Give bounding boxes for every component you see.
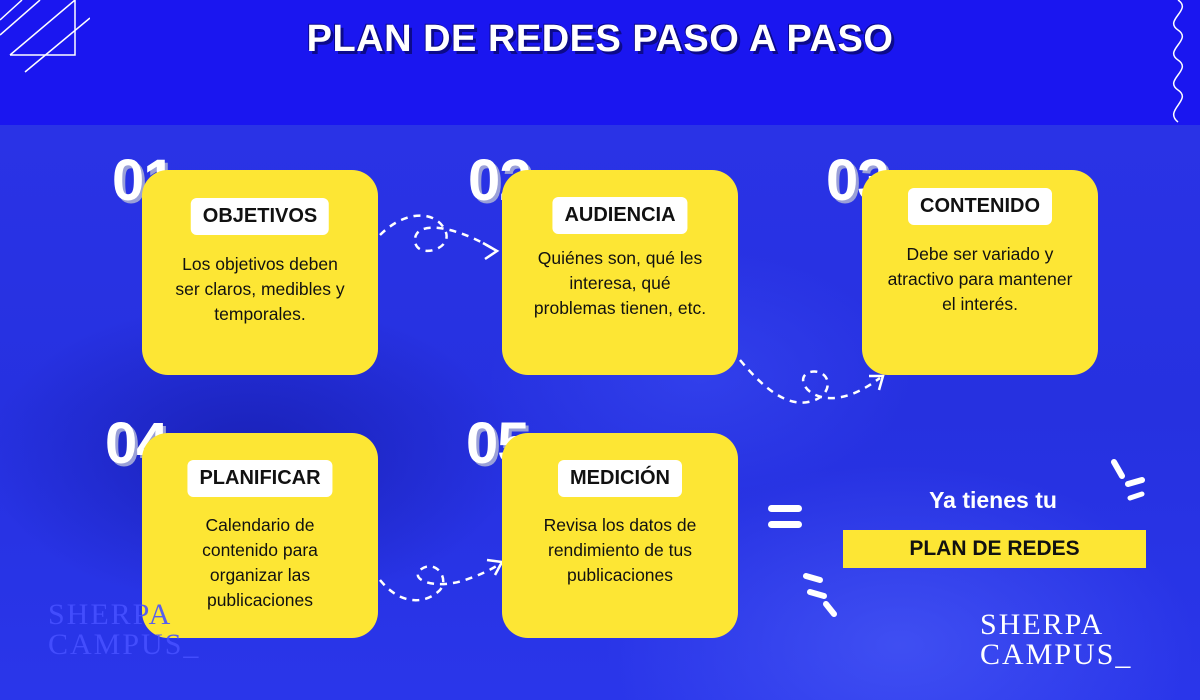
step-card-medicion: MEDICIÓN Revisa los datos de rendimiento… xyxy=(502,433,738,638)
step-description: Calendario de contenido para organizar l… xyxy=(166,513,354,613)
step-card-audiencia: AUDIENCIA Quiénes son, qué les interesa,… xyxy=(502,170,738,375)
step-label: MEDICIÓN xyxy=(558,460,682,497)
dashed-arrow-1-to-2 xyxy=(375,205,505,270)
step-card-contenido: CONTENIDO Debe ser variado y atractivo p… xyxy=(862,170,1098,375)
sparkle-lines-bottom-decoration xyxy=(800,568,845,618)
brand-line-2: CAMPUS_ xyxy=(48,630,200,660)
step-description: Debe ser variado y atractivo para manten… xyxy=(884,242,1076,317)
page-title: PLAN DE REDES PASO A PASO xyxy=(0,18,1200,61)
equals-sign xyxy=(768,505,802,537)
result-intro-text: Ya tienes tu xyxy=(843,487,1143,514)
step-description: Los objetivos deben ser claros, medibles… xyxy=(168,252,352,327)
brand-logo-watermark: SHERPA CAMPUS_ xyxy=(48,600,200,660)
step-label: PLANIFICAR xyxy=(187,460,332,497)
brand-logo: SHERPA CAMPUS_ xyxy=(980,610,1132,670)
step-label: AUDIENCIA xyxy=(552,197,687,234)
step-label: CONTENIDO xyxy=(908,188,1052,225)
brand-line-1: SHERPA xyxy=(980,610,1132,640)
brand-line-1: SHERPA xyxy=(48,600,200,630)
step-description: Quiénes son, qué les interesa, qué probl… xyxy=(528,246,712,321)
step-card-objetivos: OBJETIVOS Los objetivos deben ser claros… xyxy=(142,170,378,375)
result-highlight-box: PLAN DE REDES xyxy=(843,530,1146,568)
step-description: Revisa los datos de rendimiento de tus p… xyxy=(526,513,714,588)
dashed-arrow-4-to-5 xyxy=(375,550,510,610)
step-label: OBJETIVOS xyxy=(191,198,329,235)
brand-line-2: CAMPUS_ xyxy=(980,640,1132,670)
